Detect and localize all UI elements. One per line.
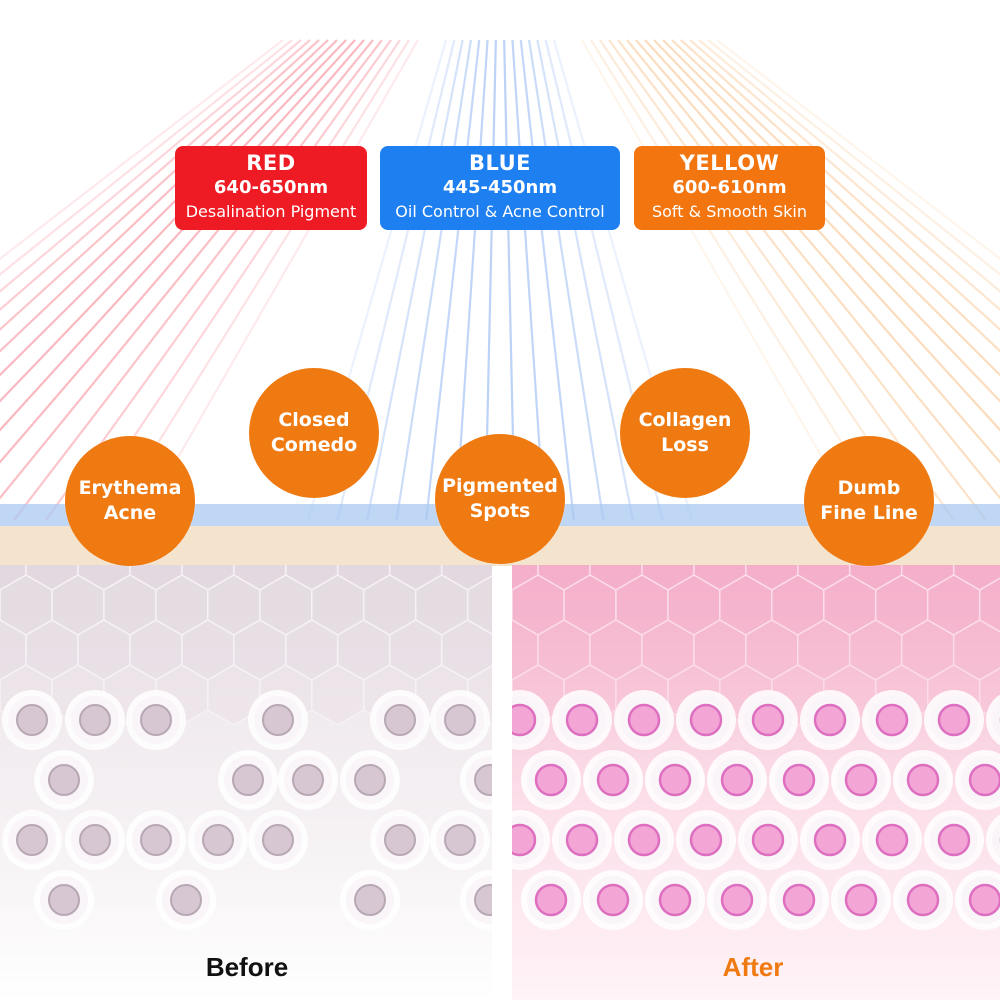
cell-nucleus — [968, 763, 1000, 797]
cell-nucleus — [16, 824, 48, 856]
cell-nucleus — [565, 703, 599, 737]
cell-nucleus — [720, 883, 754, 917]
cell-nucleus — [534, 763, 568, 797]
after-cells — [512, 690, 1000, 930]
cell-nucleus — [968, 883, 1000, 917]
cell-nucleus — [720, 763, 754, 797]
cell-nucleus — [906, 763, 940, 797]
cell-nucleus — [16, 704, 48, 736]
blue-name: BLUE — [468, 151, 532, 175]
cell-nucleus — [292, 764, 324, 796]
cell-nucleus — [140, 824, 172, 856]
blue-light-label: BLUE 445-450nm Oil Control & Acne Contro… — [380, 146, 620, 230]
blue-effect: Oil Control & Acne Control — [395, 202, 605, 221]
yellow-name: YELLOW — [679, 151, 780, 175]
cell-nucleus — [658, 883, 692, 917]
cell-nucleus — [844, 883, 878, 917]
red-wavelength: 640-650nm — [213, 177, 329, 198]
cell-nucleus — [937, 823, 971, 857]
before-cells — [2, 690, 492, 930]
cell-nucleus — [813, 823, 847, 857]
cell-nucleus — [875, 823, 909, 857]
cell-nucleus — [232, 764, 264, 796]
cell-nucleus — [813, 703, 847, 737]
yellow-effect: Soft & Smooth Skin — [651, 202, 808, 221]
cell-nucleus — [782, 883, 816, 917]
problem-closed-comedo: Closed Comedo — [249, 368, 379, 498]
cell-nucleus — [875, 703, 909, 737]
cell-nucleus — [474, 884, 492, 916]
cell-nucleus — [596, 763, 630, 797]
cell-nucleus — [48, 884, 80, 916]
cell-nucleus — [79, 824, 111, 856]
cell-nucleus — [937, 703, 971, 737]
blue-wavelength: 445-450nm — [442, 177, 558, 198]
cell-nucleus — [534, 883, 568, 917]
cell-nucleus — [262, 824, 294, 856]
cell-nucleus — [658, 763, 692, 797]
cell-nucleus — [751, 823, 785, 857]
cell-nucleus — [354, 884, 386, 916]
cell-nucleus — [384, 824, 416, 856]
cell-nucleus — [140, 704, 172, 736]
cell-nucleus — [565, 823, 599, 857]
red-effect: Desalination Pigment — [185, 202, 357, 221]
cell-nucleus — [170, 884, 202, 916]
cell-nucleus — [512, 823, 537, 857]
after-label: After — [722, 952, 784, 982]
cell-nucleus — [444, 704, 476, 736]
cell-nucleus — [689, 823, 723, 857]
cell-nucleus — [512, 703, 537, 737]
red-light-label: RED 640-650nm Desalination Pigment — [175, 146, 367, 230]
cell-nucleus — [689, 703, 723, 737]
cell-nucleus — [354, 764, 386, 796]
problem-dumb-fine-line: Dumb Fine Line — [804, 436, 934, 566]
cell-nucleus — [202, 824, 234, 856]
cell-nucleus — [627, 823, 661, 857]
problem-pigmented-spots: Pigmented Spots — [435, 434, 565, 564]
yellow-wavelength: 600-610nm — [672, 177, 787, 198]
cell-nucleus — [262, 704, 294, 736]
cell-nucleus — [844, 763, 878, 797]
before-label: Before — [205, 952, 289, 982]
cell-nucleus — [444, 824, 476, 856]
cell-nucleus — [474, 764, 492, 796]
cell-nucleus — [384, 704, 416, 736]
cell-nucleus — [906, 883, 940, 917]
cell-nucleus — [627, 703, 661, 737]
cell-nucleus — [48, 764, 80, 796]
red-name: RED — [246, 151, 296, 175]
cell-nucleus — [751, 703, 785, 737]
cell-nucleus — [782, 763, 816, 797]
cell-nucleus — [596, 883, 630, 917]
yellow-light-label: YELLOW 600-610nm Soft & Smooth Skin — [634, 146, 825, 230]
problem-erythema-acne: Erythema Acne — [65, 436, 195, 566]
cell-nucleus — [79, 704, 111, 736]
problem-collagen-loss: Collagen Loss — [620, 368, 750, 498]
